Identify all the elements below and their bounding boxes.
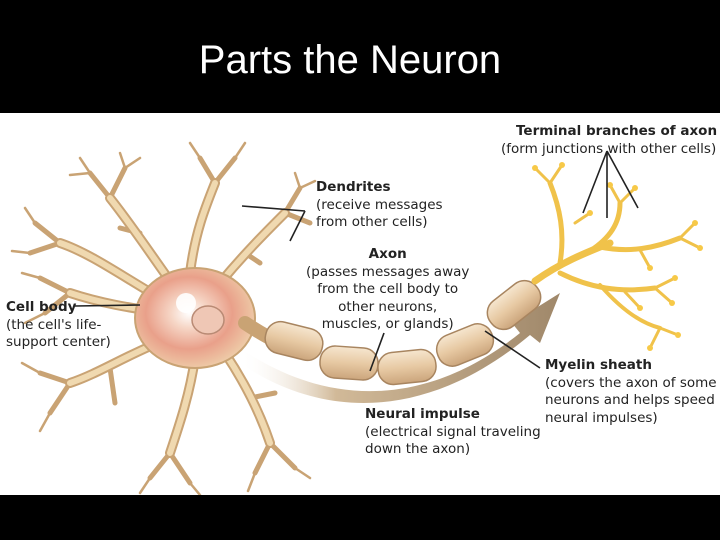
label-impulse-desc: (electrical signal traveling down the ax…	[365, 423, 541, 458]
label-terminal-branches: Terminal branches of axon (form junction…	[501, 123, 717, 158]
label-axon-title: Axon	[368, 246, 407, 262]
pointer-dendrites	[241, 205, 306, 242]
myelin-sheath	[264, 279, 542, 386]
label-dendrites: Dendrites (receive messages from other c…	[316, 179, 443, 232]
pointer-terminal	[582, 150, 639, 218]
label-myelin-sheath: Myelin sheath (covers the axon of some n…	[545, 357, 717, 427]
terminal-branches	[531, 162, 703, 351]
slide-title: Parts the Neuron	[198, 38, 502, 82]
neuron-diagram: Terminal branches of axon (form junction…	[0, 113, 720, 495]
label-cell-body: Cell body (the cell's life- support cent…	[6, 299, 111, 352]
pointer-lines	[74, 150, 639, 372]
label-cell-body-title: Cell body	[6, 299, 77, 315]
label-myelin-title: Myelin sheath	[545, 357, 652, 373]
label-axon-desc: (passes messages away from the cell body…	[306, 263, 470, 333]
nucleus	[191, 305, 225, 335]
label-dendrites-title: Dendrites	[316, 179, 391, 195]
label-dendrites-desc: (receive messages from other cells)	[316, 196, 443, 231]
neuron-illustration	[10, 141, 703, 495]
pointer-myelin	[484, 330, 541, 369]
label-terminal-title: Terminal branches of axon	[516, 123, 718, 139]
label-terminal-desc: (form junctions with other cells)	[501, 140, 717, 157]
label-neural-impulse: Neural impulse (electrical signal travel…	[365, 406, 541, 459]
label-myelin-desc: (covers the axon of some neurons and hel…	[545, 374, 717, 426]
pointer-axon	[369, 332, 385, 372]
label-impulse-title: Neural impulse	[365, 406, 480, 422]
label-cell-body-desc: (the cell's life- support center)	[6, 316, 111, 351]
pointer-cell-body	[74, 304, 141, 307]
label-axon: Axon (passes messages away from the cell…	[306, 246, 469, 334]
